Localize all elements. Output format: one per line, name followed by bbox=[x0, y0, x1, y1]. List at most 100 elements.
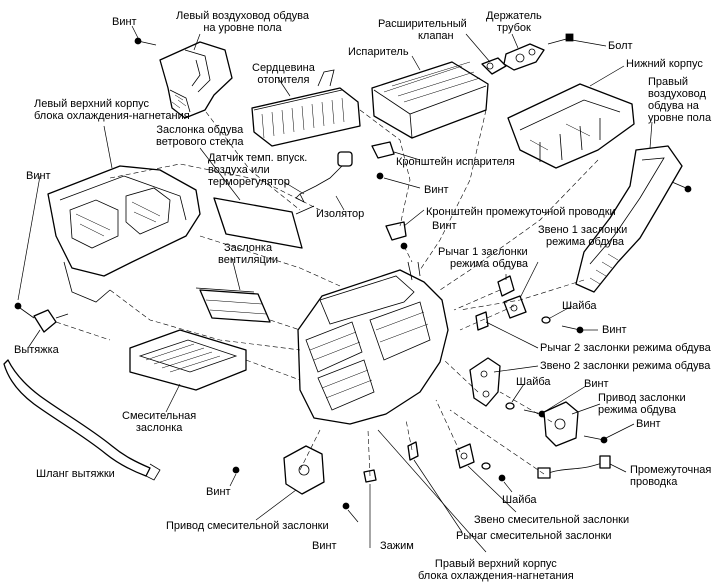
label-line: Рычаг 1 заслонки bbox=[438, 246, 528, 258]
mode-flap-link2-drawing bbox=[469, 357, 501, 407]
label-mixing-flap-link: Звено смесительной заслонки bbox=[474, 514, 630, 526]
sensor-icon bbox=[295, 151, 353, 203]
label-mode-flap-drive: Привод заслонки режима обдува bbox=[598, 392, 686, 416]
label-screw: Винт bbox=[206, 486, 231, 498]
label-line: Правый bbox=[648, 76, 689, 88]
label-exhaust: Вытяжка bbox=[14, 344, 59, 356]
left-floor-duct-drawing bbox=[159, 41, 233, 119]
label-mixing-flap-drive: Привод смесительной заслонки bbox=[166, 520, 329, 532]
intermediate-wiring-drawing bbox=[537, 455, 611, 479]
label-intermediate-wiring: Промежуточная проводка bbox=[630, 464, 711, 488]
label-insulator: Изолятор bbox=[316, 208, 365, 220]
label-expansion-valve: Расширительный клапан bbox=[378, 18, 467, 42]
label-mixing-flap: Смесительная заслонка bbox=[122, 410, 196, 434]
screw-icon bbox=[134, 37, 157, 46]
washer-icon bbox=[481, 462, 491, 470]
label-mixing-flap-lever: Рычаг смесительной заслонки bbox=[456, 530, 612, 542]
label-line: ветрового стекла bbox=[156, 136, 244, 148]
label-line: Заслонка bbox=[223, 242, 273, 254]
assembly-lines bbox=[55, 109, 599, 477]
label-line: на уровне пола bbox=[203, 22, 282, 34]
label-left-upper-case: Левый верхний корпус блока охлаждения-на… bbox=[34, 98, 190, 122]
label-line: режима обдува bbox=[598, 404, 677, 416]
label-line: Смесительная bbox=[122, 410, 197, 422]
label-mode-flap-link1: Звено 1 заслонки режима обдува bbox=[538, 224, 627, 248]
label-clamp: Зажим bbox=[380, 540, 414, 552]
evaporator-bracket-drawing bbox=[371, 141, 395, 180]
label-mode-flap-lever2: Рычаг 2 заслонки режима обдува bbox=[540, 342, 711, 354]
label-screw: Винт bbox=[584, 378, 609, 390]
screw-icon bbox=[561, 325, 584, 334]
label-washer: Шайба bbox=[516, 376, 551, 388]
expansion-valve-drawing bbox=[465, 33, 507, 75]
label-intermediate-wiring-bracket: Кронштейн промежуточной проводки bbox=[426, 206, 616, 218]
mixing-flap-link-drawing bbox=[455, 443, 475, 469]
evaporator-drawing bbox=[371, 61, 489, 139]
washer-icon bbox=[541, 316, 551, 324]
screw-icon bbox=[671, 181, 692, 193]
label-line: заслонка bbox=[135, 422, 183, 434]
label-line: Сердцевина bbox=[252, 62, 315, 74]
right-floor-duct-drawing bbox=[575, 145, 683, 293]
label-screw: Винт bbox=[424, 184, 449, 196]
label-line: терморегулятор bbox=[208, 176, 290, 188]
label-line: проводка bbox=[630, 476, 678, 488]
label-washer: Шайба bbox=[502, 494, 537, 506]
label-vent-flap: Заслонка вентиляции bbox=[218, 242, 278, 266]
label-line: обдува на bbox=[648, 100, 699, 112]
label-heater-core: Сердцевина отопителя bbox=[252, 62, 315, 86]
label-line: Датчик темп. впуск. bbox=[208, 152, 308, 164]
lower-case-drawing bbox=[507, 83, 635, 169]
label-line: вентиляции bbox=[218, 254, 279, 266]
label-line: Звено 1 заслонки bbox=[538, 224, 628, 236]
leader-lines bbox=[17, 25, 653, 553]
left-upper-case-drawing bbox=[47, 165, 201, 303]
label-line: Держатель bbox=[486, 10, 542, 22]
screw-icon bbox=[232, 466, 506, 510]
right-upper-case-drawing bbox=[297, 261, 449, 425]
intermediate-wiring-bracket-drawing bbox=[385, 221, 408, 250]
screw-icon bbox=[583, 435, 608, 444]
mixing-flap-lever-drawing bbox=[407, 441, 419, 461]
label-line: уровне пола bbox=[648, 112, 712, 124]
label-tube-holder: Держатель трубок bbox=[486, 10, 542, 34]
label-washer: Шайба bbox=[562, 300, 597, 312]
label-line: Заслонка обдува bbox=[156, 124, 244, 136]
tube-holder-drawing bbox=[503, 43, 545, 71]
label-screw: Винт bbox=[312, 540, 337, 552]
label-temp-sensor: Датчик темп. впуск. воздуха или терморег… bbox=[208, 152, 307, 188]
label-evaporator: Испаритель bbox=[348, 46, 409, 58]
bolt-icon bbox=[547, 33, 574, 45]
label-evaporator-bracket: Кронштейн испарителя bbox=[396, 156, 515, 168]
label-screw: Винт bbox=[26, 170, 51, 182]
label-line: трубок bbox=[496, 22, 531, 34]
mode-flap-lever2-drawing bbox=[475, 311, 489, 331]
label-line: Левый воздуховод обдува bbox=[176, 10, 309, 22]
label-line: Привод заслонки bbox=[598, 392, 686, 404]
mixing-flap-drive-drawing bbox=[283, 445, 325, 495]
label-line: блока охлаждения-нагнетания bbox=[34, 110, 190, 122]
label-mode-flap-lever1: Рычаг 1 заслонки режима обдува bbox=[438, 246, 528, 270]
label-line: Расширительный bbox=[378, 18, 467, 30]
mode-flap-drive-drawing bbox=[543, 401, 579, 447]
mode-flap-link1-drawing bbox=[503, 295, 527, 319]
label-line: блока охлаждения-нагнетания bbox=[418, 570, 574, 582]
label-line: режима обдува bbox=[450, 258, 529, 270]
washer-icon bbox=[505, 402, 515, 410]
label-screw: Винт bbox=[112, 16, 137, 28]
label-line: отопителя bbox=[257, 74, 310, 86]
vent-flap-drawing bbox=[195, 287, 271, 323]
exhaust-drawing bbox=[14, 302, 69, 333]
label-line: Правый верхний корпус bbox=[434, 558, 557, 570]
label-screw: Винт bbox=[432, 220, 457, 232]
label-line: воздуховод bbox=[648, 88, 706, 100]
label-line: Промежуточная bbox=[630, 464, 712, 476]
label-left-floor-duct: Левый воздуховод обдува на уровне пола bbox=[176, 10, 309, 34]
label-screw: Винт bbox=[636, 418, 661, 430]
label-right-floor-duct: Правый воздуховод обдува на уровне пола bbox=[648, 76, 711, 124]
label-right-upper-case: Правый верхний корпус блока охлаждения-н… bbox=[418, 558, 574, 582]
label-bolt: Болт bbox=[608, 40, 633, 52]
windshield-flap-drawing bbox=[213, 197, 315, 249]
